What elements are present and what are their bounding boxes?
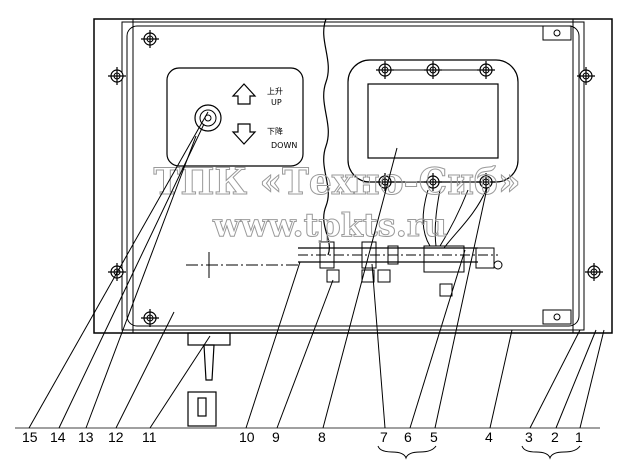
callout-5: 5 xyxy=(430,429,438,445)
watermark: ТПК «Техно-Сиб» www.tpkts.ru xyxy=(153,161,521,245)
callout-3: 3 xyxy=(525,429,533,445)
callout-15: 15 xyxy=(22,429,38,445)
callout-7: 7 xyxy=(380,429,388,445)
wiring-harness xyxy=(298,189,503,297)
callout-9: 9 xyxy=(272,429,280,445)
grouping-braces xyxy=(377,445,581,460)
up-label-cn: 上升 xyxy=(267,87,283,96)
callout-14: 14 xyxy=(50,429,66,445)
emergency-button xyxy=(194,104,222,132)
callout-12: 12 xyxy=(108,429,124,445)
up-arrow-icon xyxy=(231,83,257,105)
enclosure xyxy=(93,18,613,334)
callout-10: 10 xyxy=(239,429,255,445)
callout-13: 13 xyxy=(78,429,94,445)
cutaway-break-line xyxy=(323,18,330,256)
up-label-en: UP xyxy=(271,98,282,107)
down-label-cn: 下降 xyxy=(267,126,283,136)
cable-outlet xyxy=(187,332,231,427)
watermark-line-2: www.tpkts.ru xyxy=(212,206,447,244)
callout-4: 4 xyxy=(485,429,493,445)
control-panel: 上升 UP 下降 DOWN xyxy=(166,67,304,167)
down-label-en: DOWN xyxy=(271,141,297,150)
watermark-line-1: ТПК «Техно-Сиб» xyxy=(154,161,521,203)
callout-11: 11 xyxy=(142,429,157,445)
callout-numbers: 15 14 13 12 11 10 9 8 7 6 5 4 3 2 1 xyxy=(22,429,583,445)
callout-1: 1 xyxy=(575,429,583,445)
callout-6: 6 xyxy=(404,429,412,445)
leader-lines xyxy=(15,111,605,429)
callout-2: 2 xyxy=(551,429,559,445)
centre-mark xyxy=(186,252,298,278)
down-arrow-icon xyxy=(231,123,257,145)
callout-8: 8 xyxy=(318,429,326,445)
